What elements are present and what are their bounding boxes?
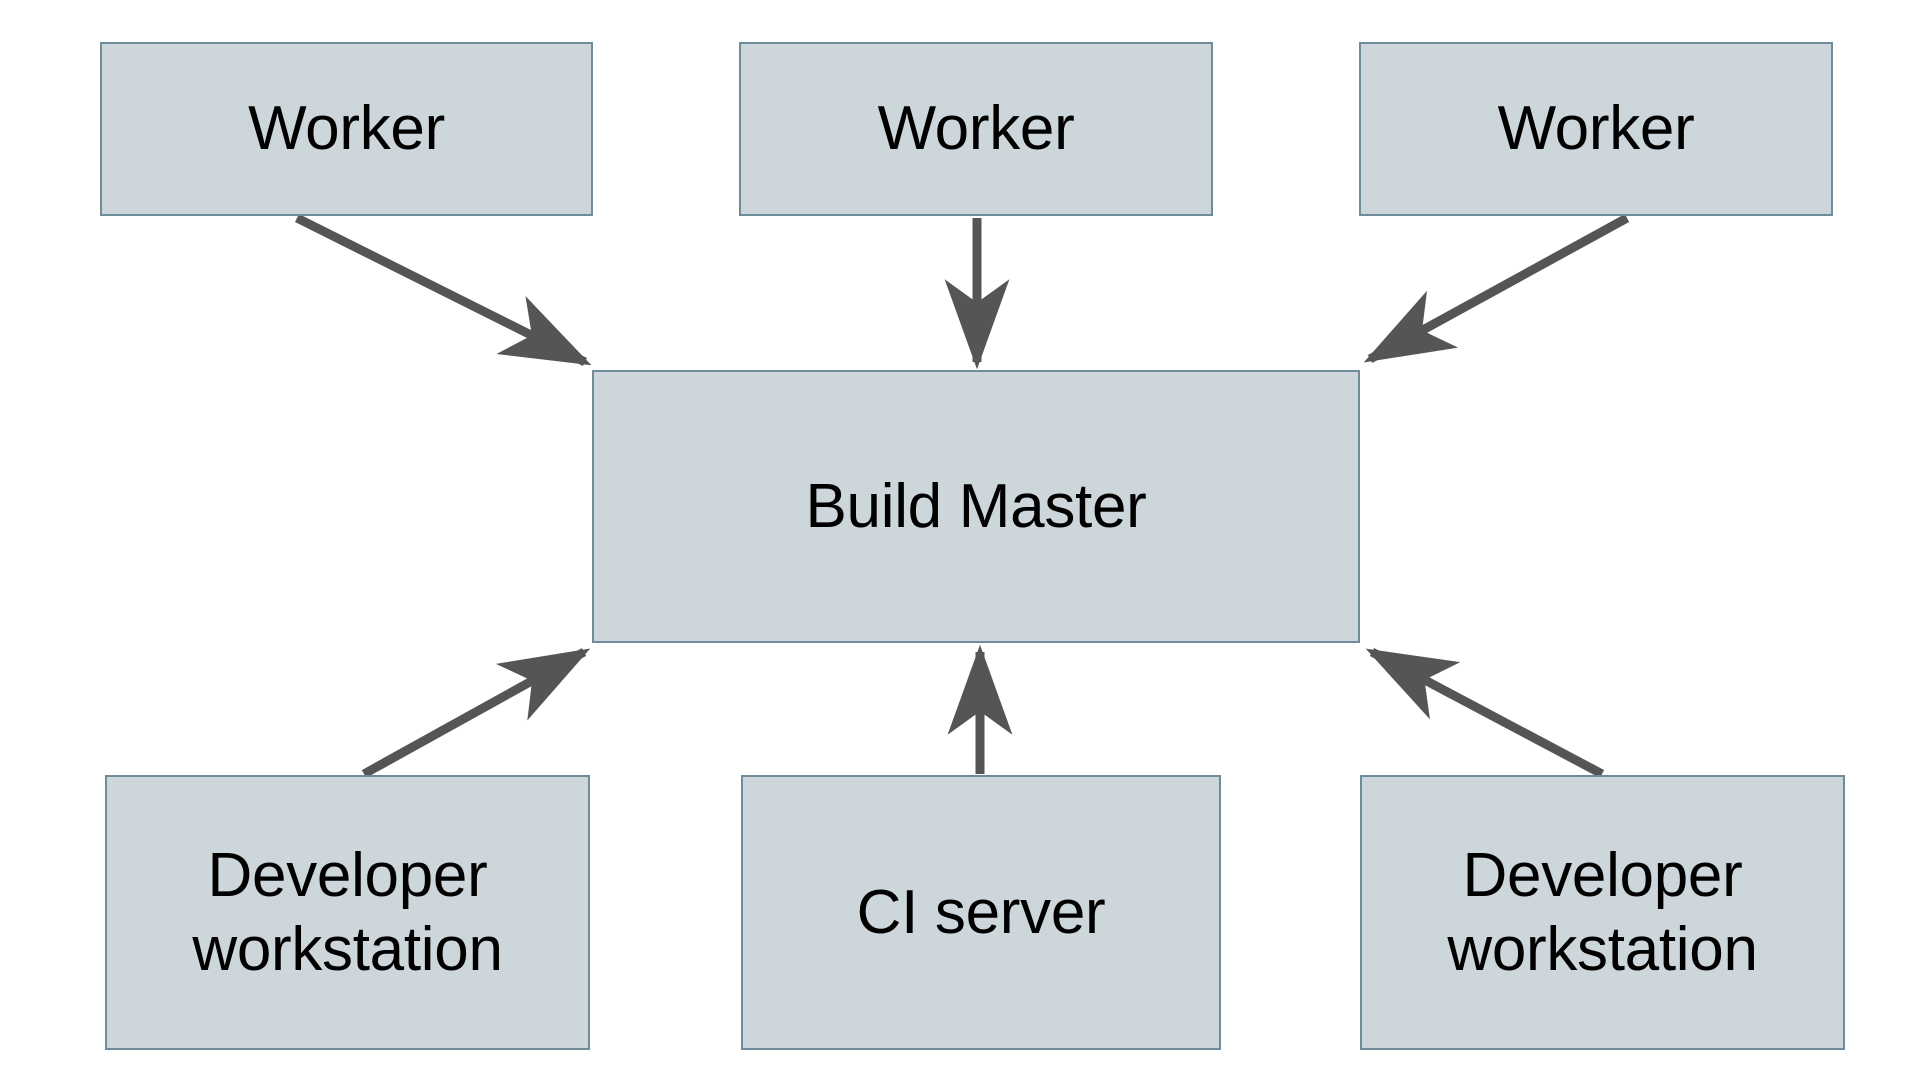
node-build-master-label: Build Master <box>805 471 1147 541</box>
node-ci-server-label: CI server <box>856 877 1106 947</box>
node-ci-server[interactable]: CI server <box>741 775 1221 1050</box>
node-worker-1-label: Worker <box>248 94 445 164</box>
node-worker-3-label: Worker <box>1497 94 1695 164</box>
edge-worker-1-to-build-master <box>294 213 592 367</box>
node-developer-workstation-right[interactable]: Developer workstation <box>1360 775 1845 1050</box>
node-developer-workstation-left[interactable]: Developer workstation <box>105 775 590 1050</box>
edge-dev-workstation-left-to-build-master <box>361 648 591 778</box>
node-worker-2[interactable]: Worker <box>739 42 1213 216</box>
edge-dev-workstation-right-to-build-master <box>1365 648 1605 778</box>
node-worker-1[interactable]: Worker <box>100 42 593 216</box>
node-worker-2-label: Worker <box>877 94 1075 164</box>
node-developer-workstation-left-label: Developer workstation <box>192 841 503 984</box>
node-developer-workstation-right-label: Developer workstation <box>1447 841 1758 984</box>
node-worker-3[interactable]: Worker <box>1359 42 1833 216</box>
edge-worker-3-to-build-master <box>1363 214 1630 363</box>
node-build-master[interactable]: Build Master <box>592 370 1360 643</box>
